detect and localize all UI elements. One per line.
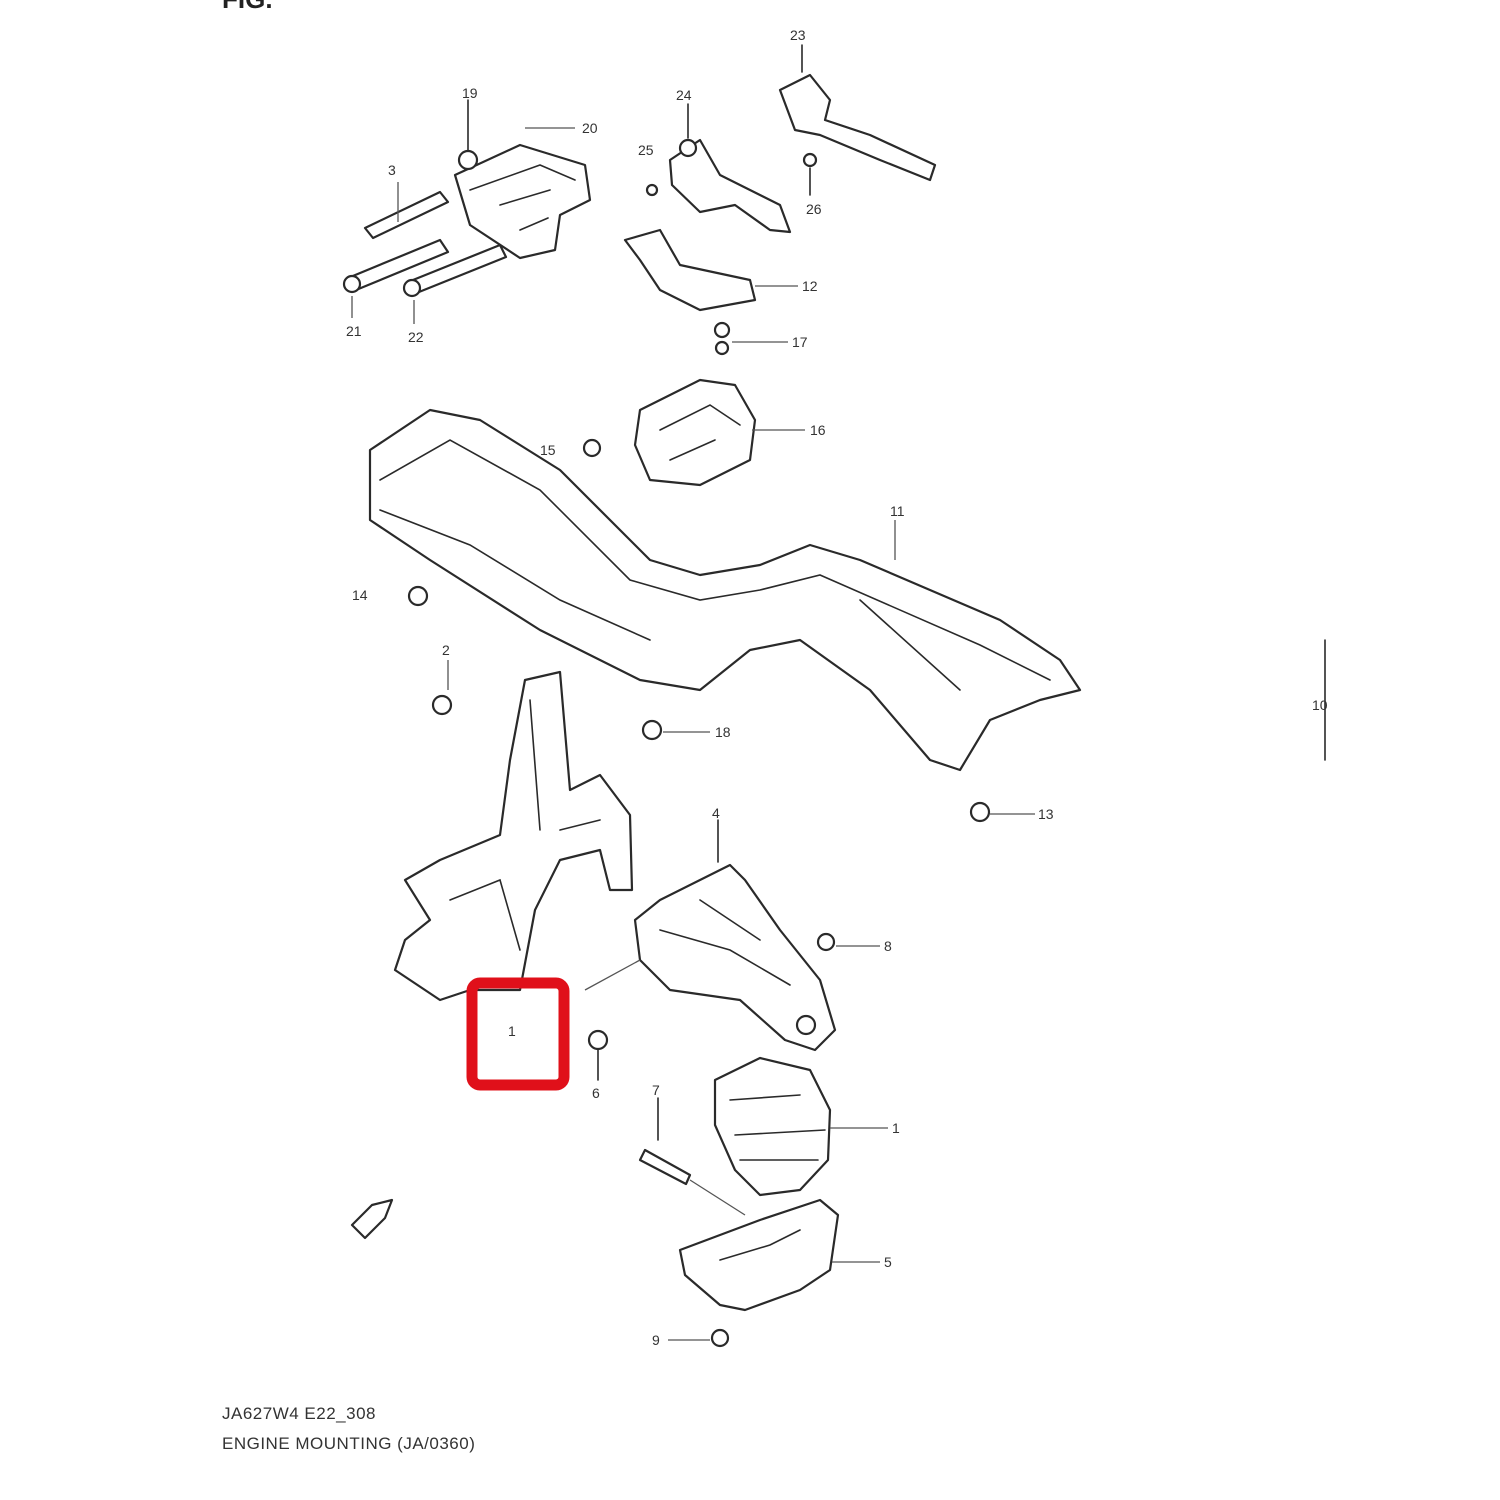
upper-right-bracket: [778, 44, 937, 196]
highlight-box[interactable]: [466, 977, 570, 1091]
callout-18: 18: [715, 724, 731, 740]
bolt-14: [407, 585, 429, 607]
callout-13: 13: [1038, 806, 1054, 822]
callout-20: 20: [582, 120, 598, 136]
callout-23: 23: [790, 27, 806, 43]
callout-6: 6: [592, 1085, 600, 1101]
front-direction-arrow-icon: [350, 1198, 394, 1240]
bolt-7: [638, 1148, 692, 1186]
mount-bracket-4: [633, 863, 837, 1052]
callout-21: 21: [346, 323, 362, 339]
bolt-2: [431, 694, 453, 716]
callout-11: 11: [890, 503, 905, 519]
callout-1: 1: [892, 1120, 900, 1136]
callout-25: 25: [638, 142, 654, 158]
callout-4: 4: [712, 805, 720, 821]
callout-19: 19: [462, 85, 478, 101]
engine-mount-1: [713, 1056, 832, 1197]
upper-left-bracket: [342, 99, 592, 298]
callout-9: 9: [652, 1332, 660, 1348]
callout-12: 12: [802, 278, 818, 294]
bolt-13: [969, 801, 991, 823]
bolt-18: [641, 719, 663, 741]
diagram-code: JA627W4 E22_308: [222, 1404, 376, 1423]
upper-center-bracket: [645, 103, 792, 234]
callout-17: 17: [792, 334, 808, 350]
engine-bracket: [393, 670, 634, 1002]
callout-10: 10: [1312, 697, 1328, 713]
figure-label: FIG.: [222, 0, 273, 14]
callout-15: 15: [540, 442, 556, 458]
callout-24: 24: [676, 87, 692, 103]
highlighted-callout-1: 1: [508, 1023, 516, 1039]
callout-14: 14: [352, 587, 368, 603]
callout-7: 7: [652, 1082, 660, 1098]
bracket-5: [678, 1198, 840, 1312]
callout-16: 16: [810, 422, 826, 438]
nut-6: [587, 1029, 609, 1051]
callout-22: 22: [408, 329, 424, 345]
callout-5: 5: [884, 1254, 892, 1270]
diagram-title: ENGINE MOUNTING (JA/0360): [222, 1434, 476, 1453]
nut-9: [710, 1328, 730, 1348]
callout-8: 8: [884, 938, 892, 954]
callout-26: 26: [806, 201, 822, 217]
bracket-12: [623, 228, 757, 356]
callout-3: 3: [388, 162, 396, 178]
crossmember-11: [368, 408, 1082, 772]
mount-16: [582, 378, 757, 487]
callout-2: 2: [442, 642, 450, 658]
